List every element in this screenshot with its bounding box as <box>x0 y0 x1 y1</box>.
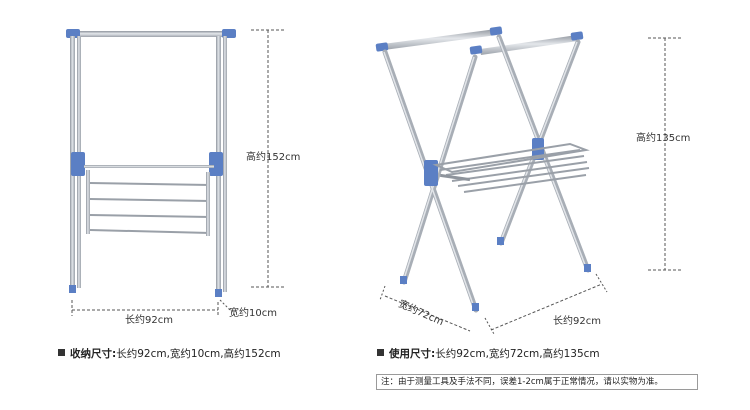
top-left-cap <box>66 29 80 38</box>
foot-right <box>215 289 222 297</box>
bullet-square-icon <box>377 349 384 356</box>
foot-4 <box>584 264 591 272</box>
right-leg-back <box>223 36 227 292</box>
opened-rack-illustration <box>375 26 591 313</box>
left-dimensions <box>71 29 285 316</box>
top-rail <box>72 31 230 37</box>
foot-3 <box>497 237 504 245</box>
right-hinge <box>209 152 223 176</box>
right-caption-label: 使用尺寸: <box>389 348 436 360</box>
left-caption-value: 长约92cm,宽约10cm,高约152cm <box>116 348 281 360</box>
left-caption-label: 收纳尺寸: <box>70 348 117 360</box>
x-legs-highlight <box>383 36 588 311</box>
x-legs <box>382 34 591 313</box>
right-height-label: 高约135cm <box>636 131 690 144</box>
right-width-label: 宽约72cm <box>397 297 446 328</box>
wing-arm <box>440 173 471 182</box>
left-height-label: 高约152cm <box>246 150 300 163</box>
left-hinge-open <box>424 160 438 186</box>
rail-cap-2 <box>489 26 503 36</box>
wing-rail <box>84 165 214 168</box>
wing-frame <box>432 142 590 174</box>
rail-cap-1 <box>375 42 389 52</box>
left-hinge <box>71 152 85 176</box>
foot-1 <box>400 276 407 284</box>
folded-rods <box>89 182 211 234</box>
right-dimensions <box>379 37 682 335</box>
top-rail-back <box>383 29 497 50</box>
top-rail-front <box>480 35 578 55</box>
left-length-label: 长约92cm <box>125 313 173 326</box>
right-caption-value: 长约92cm,宽约72cm,高约135cm <box>435 348 600 360</box>
left-caption: 收纳尺寸:长约92cm,宽约10cm,高约152cm <box>58 346 281 361</box>
wing-side-left <box>86 170 90 234</box>
top-right-cap <box>222 29 236 38</box>
measurement-note: 注：由于测量工具及手法不同，误差1-2cm属于正常情况，请以实物为准。 <box>376 374 698 390</box>
right-length-label: 长约92cm <box>553 314 601 327</box>
foot-2 <box>472 303 479 311</box>
wing-rods <box>439 149 590 193</box>
foot-left <box>69 285 76 293</box>
wing-side-right <box>206 172 210 236</box>
folded-rack-illustration <box>66 29 236 297</box>
left-width-label: 宽约10cm <box>229 306 277 319</box>
rail-cap-3 <box>469 45 483 55</box>
bullet-square-icon <box>58 349 65 356</box>
right-caption: 使用尺寸:长约92cm,宽约72cm,高约135cm <box>377 346 600 361</box>
rail-cap-4 <box>570 31 584 41</box>
